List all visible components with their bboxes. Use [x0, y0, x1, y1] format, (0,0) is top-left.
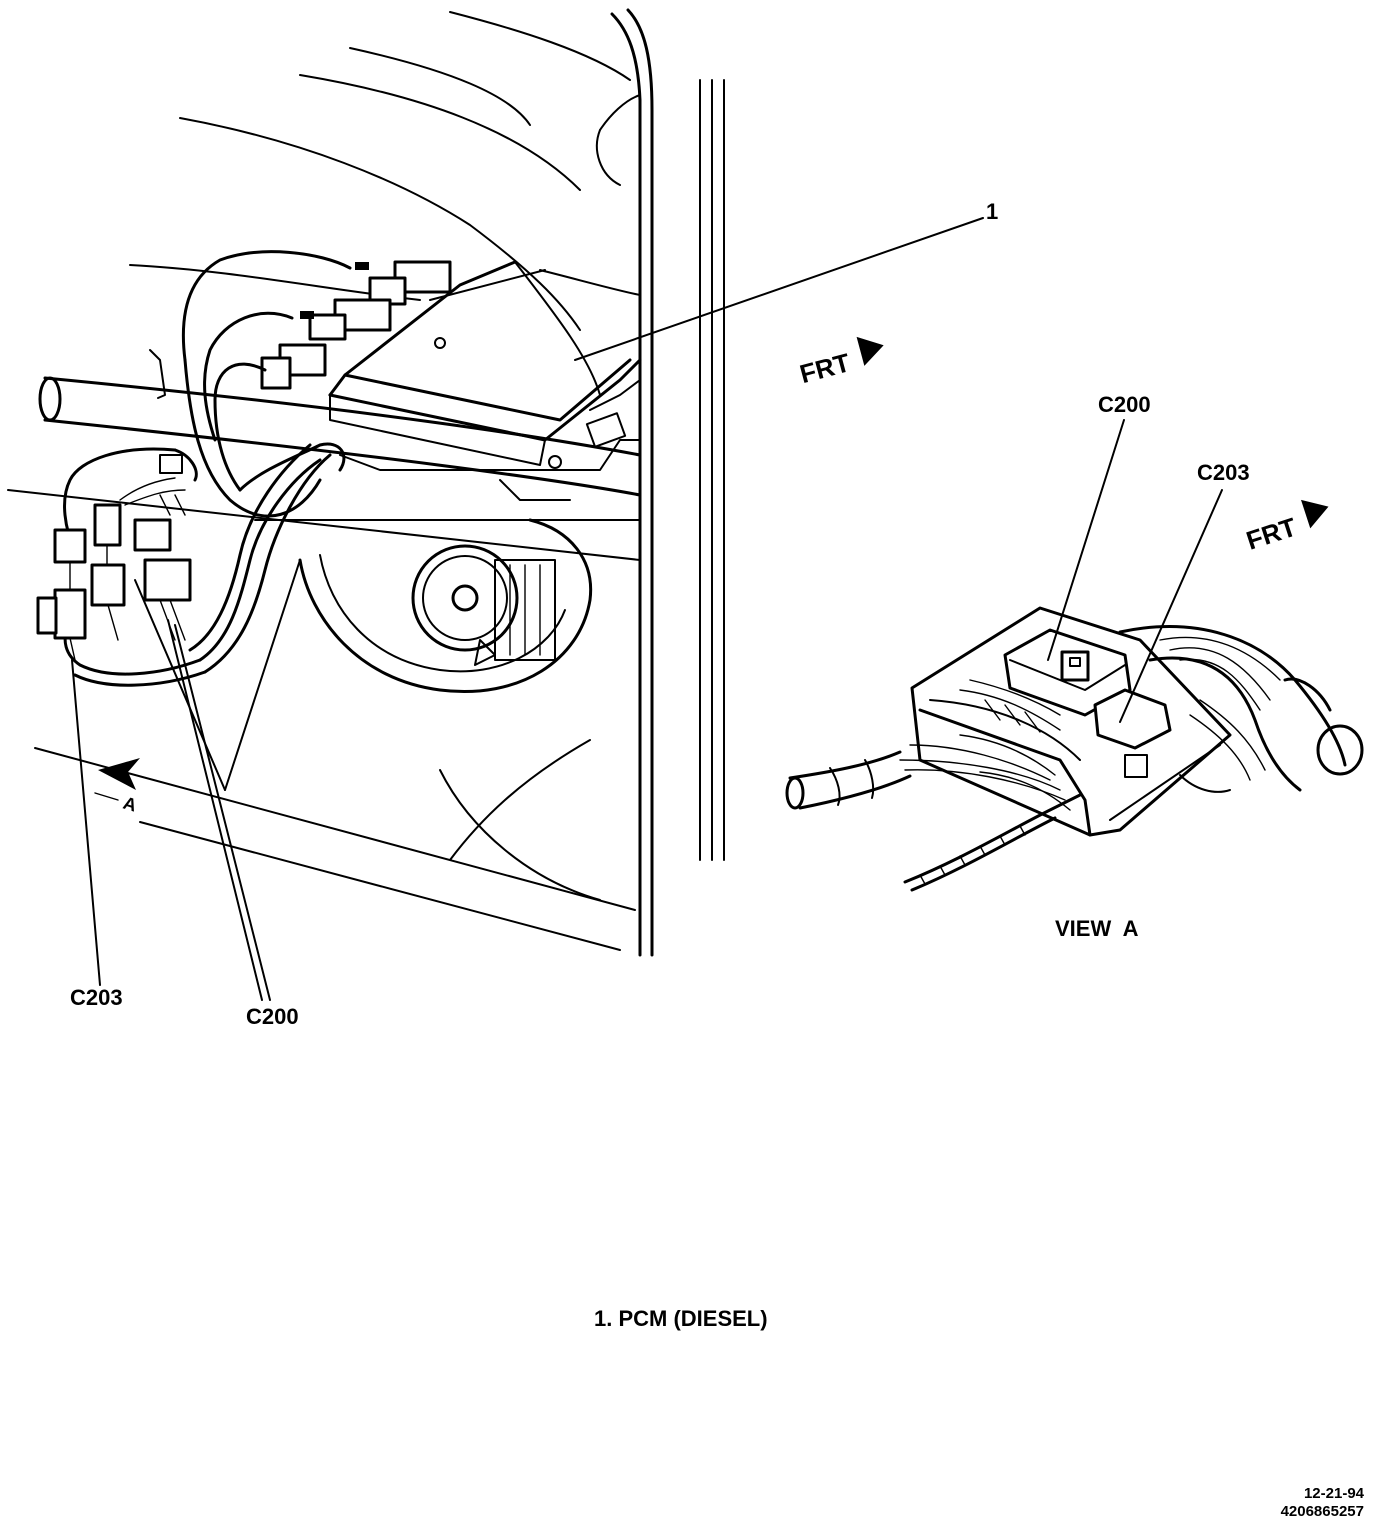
- view-a-leader-lines: [1047, 419, 1223, 723]
- leader-c200-b: [167, 619, 263, 1001]
- leader-c200-a: [174, 624, 271, 1001]
- legend-item-1: 1. PCM (DIESEL): [594, 1306, 768, 1331]
- c203-main-label: C203: [70, 985, 123, 1010]
- frt-main-arrowhead: [856, 336, 884, 366]
- c200-main-label: C200: [246, 1004, 299, 1029]
- leader-callout-1: [574, 217, 984, 361]
- leader-c203: [71, 659, 101, 986]
- callout-1-label: 1: [986, 199, 998, 224]
- frt-arrow-view: FRT: [1243, 499, 1329, 556]
- footer-drawing-number: 4206865257: [1281, 1503, 1364, 1520]
- body-structure: [7, 8, 725, 957]
- frt-main-label: FRT: [797, 347, 854, 389]
- c200-view-label: C200: [1098, 392, 1151, 417]
- frt-view-arrowhead: [1301, 499, 1329, 529]
- view-a-arrow-label: A: [121, 793, 139, 816]
- c203-view-label: C203: [1197, 460, 1250, 485]
- view-a-title: VIEW A: [1055, 916, 1139, 941]
- footer-date: 12-21-94: [1304, 1485, 1365, 1502]
- frt-arrow-main: FRT: [797, 336, 884, 389]
- view-a-detail: [785, 606, 1364, 892]
- leader-c203-view: [1119, 489, 1223, 723]
- main-leader-lines: [71, 217, 984, 1001]
- leader-c200-view: [1047, 419, 1125, 661]
- view-a-arrow: A: [94, 758, 140, 816]
- frt-view-label: FRT: [1243, 512, 1300, 556]
